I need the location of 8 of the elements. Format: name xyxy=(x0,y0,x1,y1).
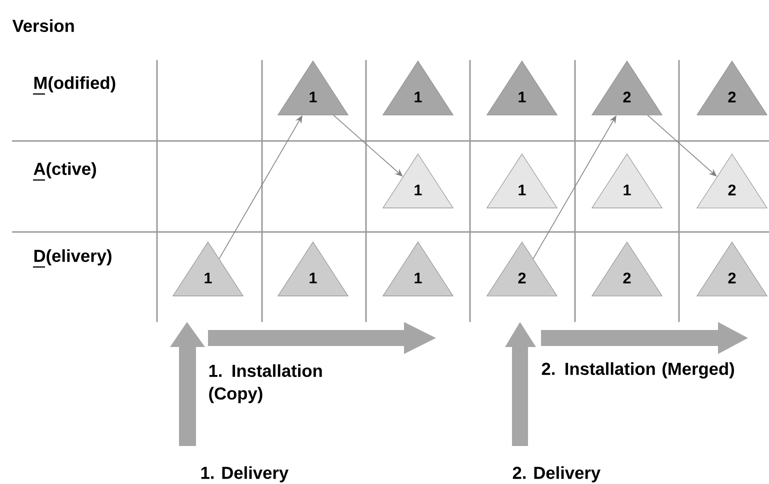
label-text: D(elivery) xyxy=(34,249,112,266)
label-text: 1. Delivery xyxy=(201,466,288,482)
label-text: 2. Delivery xyxy=(512,466,600,482)
label-text: M(odified) xyxy=(34,76,116,92)
label-text: 2. Installation (Merged) xyxy=(542,362,734,378)
label-text: 1. Installation (Copy) xyxy=(209,364,322,404)
label-text: A(ctive) xyxy=(34,162,96,178)
label-text: Version xyxy=(12,19,74,32)
